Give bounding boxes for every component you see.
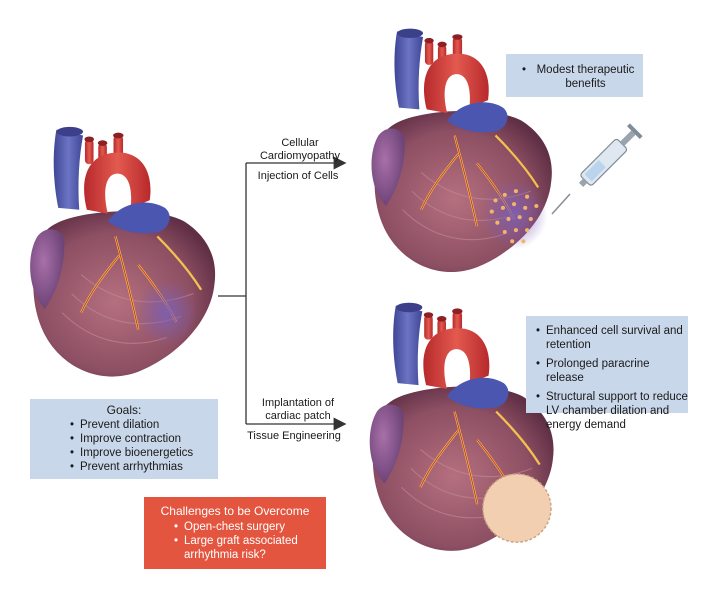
challenges-box: Challenges to be Overcome Open-chest sur… [144,497,326,569]
heart-illustration-cell-injection [370,27,553,274]
tissue-engineering-benefits-box: Enhanced cell survival and retention Pro… [526,316,688,431]
goal-item: Improve contraction [70,432,218,446]
cardiac-patch [482,473,552,543]
goals-title: Goals: [106,403,142,417]
challenge-item: Open-chest surgery [174,520,326,534]
goal-item: Improve bioenergetics [70,446,218,460]
outcome-item: Modest therapeutic benefits [522,63,643,91]
goal-item: Prevent arrhythmias [70,460,218,474]
heart-illustration-baseline [28,125,217,378]
tissue-engineering-label: Tissue Engineering [247,430,341,442]
benefit-item: Enhanced cell survival and retention [536,324,688,352]
cell-injection-outcome-box: Modest therapeutic benefits [506,54,643,97]
goal-item: Prevent dilation [70,418,218,432]
goals-box: Goals: Prevent dilation Improve contract… [30,399,218,479]
heart-illustration-cardiac-patch [368,301,555,552]
benefit-item: Structural support to reduce LV chamber … [536,390,688,432]
injection-of-cells-label: Injection of Cells [257,170,339,182]
syringe-icon [551,123,643,215]
challenge-item: Large graft associated arrhythmia risk? [174,534,326,562]
benefit-item: Prolonged paracrine release [536,357,688,385]
implantation-patch-label: Implantation of cardiac patch [261,397,335,422]
cellular-cardiomyopathy-label: Cellular Cardiomyopathy [259,137,341,162]
challenges-title: Challenges to be Overcome [160,504,310,518]
injected-cells [489,189,539,244]
